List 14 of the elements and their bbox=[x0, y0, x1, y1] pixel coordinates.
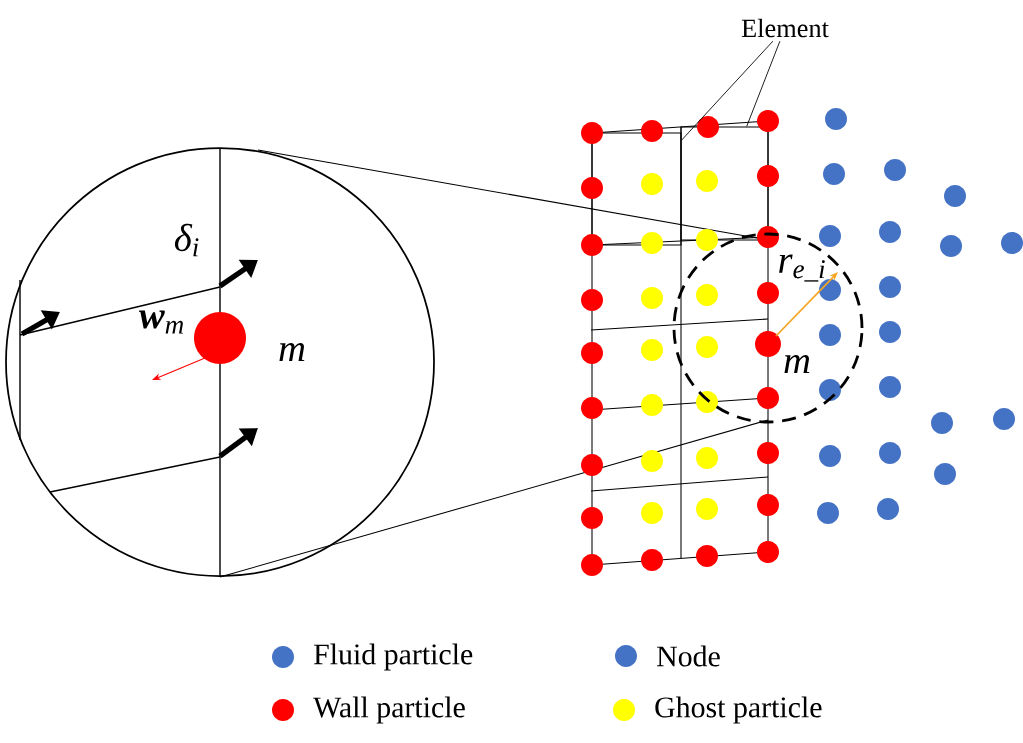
math-symbol: r$_{e_i}$ bbox=[779, 254, 825, 282]
math-symbol: w$_{m}$ bbox=[138, 310, 184, 334]
math-symbol: m bbox=[784, 354, 810, 374]
legend-label: Ghost particle bbox=[655, 696, 822, 724]
element-cell bbox=[680, 126, 769, 241]
element-label: Element bbox=[741, 18, 829, 38]
leader-line bbox=[746, 40, 781, 127]
leader-line bbox=[681, 40, 774, 141]
legend-label: Fluid particle bbox=[313, 643, 473, 671]
math-symbol: δ$_{i}$ bbox=[174, 223, 199, 257]
legend-label: Node bbox=[656, 645, 720, 667]
element-cell bbox=[591, 132, 682, 246]
math-symbol: m bbox=[279, 342, 305, 362]
legend-label: Wall particle bbox=[313, 696, 465, 724]
